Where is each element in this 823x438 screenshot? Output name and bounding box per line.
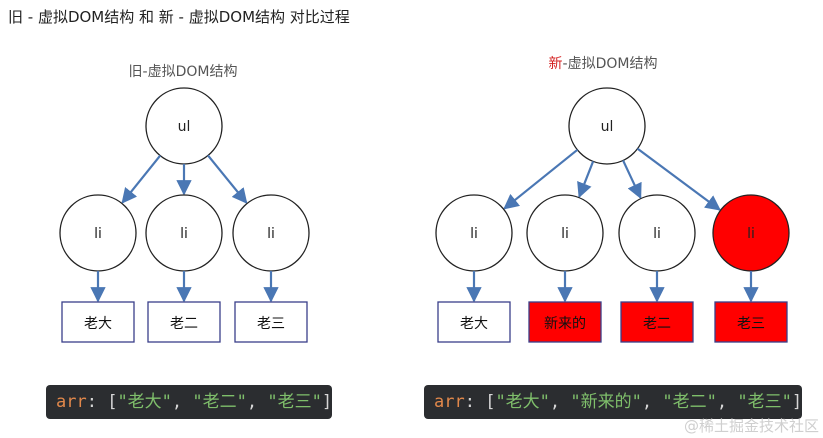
- new_tree-text-box-0: [437, 301, 511, 343]
- new_tree-li-label-0: li: [470, 226, 478, 242]
- code-string-1: "新来的": [570, 392, 642, 412]
- new_tree-text-box-3: [714, 301, 788, 343]
- code-punct-close: ]: [791, 392, 803, 412]
- new_tree-root-node: [568, 87, 646, 165]
- old_tree-edge-2: [207, 154, 248, 204]
- old_tree-edge-0: [121, 154, 162, 204]
- new_tree-edge-2: [622, 159, 642, 200]
- code-separator: ,: [716, 392, 738, 412]
- code-separator: ,: [246, 392, 268, 412]
- old_tree-text-box-2: [234, 301, 308, 343]
- new-tree-title-accent: 新: [549, 56, 563, 72]
- new_tree-edge-1: [577, 160, 595, 199]
- watermark: @稀土掘金技术社区: [683, 417, 819, 435]
- new_tree-li-label-2: li: [653, 226, 661, 242]
- old-tree: ul li 老大 li 老二 li 老三: [59, 87, 310, 343]
- old_tree-text-box-0: [61, 301, 135, 343]
- code-string-1: "老二": [192, 392, 247, 412]
- old_tree-text-label-0: 老大: [84, 316, 112, 332]
- old-tree-title: 旧-虚拟DOM结构: [129, 64, 238, 80]
- code-separator: ,: [641, 392, 663, 412]
- old_tree-text-label-1: 老二: [170, 316, 198, 332]
- page-heading: 旧 - 虚拟DOM结构 和 新 - 虚拟DOM结构 对比过程: [8, 8, 350, 26]
- code-punct-open: : [: [464, 392, 496, 412]
- new-tree-title: 新-虚拟DOM结构: [549, 56, 658, 72]
- code-separator: ,: [549, 392, 571, 412]
- code-variable: arr: [56, 392, 87, 412]
- old_tree-text-box-1: [147, 301, 221, 343]
- new_tree-text-label-2: 老二: [643, 316, 671, 332]
- new_tree-text-box-2: [620, 301, 694, 343]
- new_tree-li-label-3: li: [747, 226, 755, 242]
- old_tree-text-label-2: 老三: [257, 316, 285, 332]
- code-string-3: "老三": [737, 392, 792, 412]
- old_tree-li-label-0: li: [94, 226, 102, 242]
- new_tree-text-label-1: 新来的: [544, 316, 586, 332]
- new-tree: ul li 老大 li 新来的 li 老二 li 老三: [435, 87, 790, 343]
- code-string-0: "老大": [495, 392, 550, 412]
- code-variable: arr: [434, 392, 465, 412]
- new_tree-edge-3: [636, 147, 721, 211]
- new_tree-text-box-1: [528, 301, 602, 343]
- code-string-2: "老二": [662, 392, 717, 412]
- new_tree-root-label: ul: [601, 119, 614, 135]
- old_tree-root-label: ul: [178, 119, 191, 135]
- new-array-code: arr: ["老大", "新来的", "老二", "老三"]: [424, 385, 802, 419]
- old_tree-li-label-1: li: [180, 226, 188, 242]
- old-array-code: arr: ["老大", "老二", "老三"]: [46, 385, 332, 419]
- new-tree-title-rest: -虚拟DOM结构: [563, 56, 658, 72]
- new_tree-text-label-3: 老三: [737, 316, 765, 332]
- code-punct-close: ]: [321, 392, 333, 412]
- new_tree-edge-0: [503, 148, 579, 210]
- code-string-2: "老三": [267, 392, 322, 412]
- new_tree-li-label-1: li: [561, 226, 569, 242]
- code-punct-open: : [: [86, 392, 118, 412]
- code-separator: ,: [171, 392, 193, 412]
- old_tree-li-label-2: li: [267, 226, 275, 242]
- code-string-0: "老大": [117, 392, 172, 412]
- new_tree-text-label-0: 老大: [460, 316, 488, 332]
